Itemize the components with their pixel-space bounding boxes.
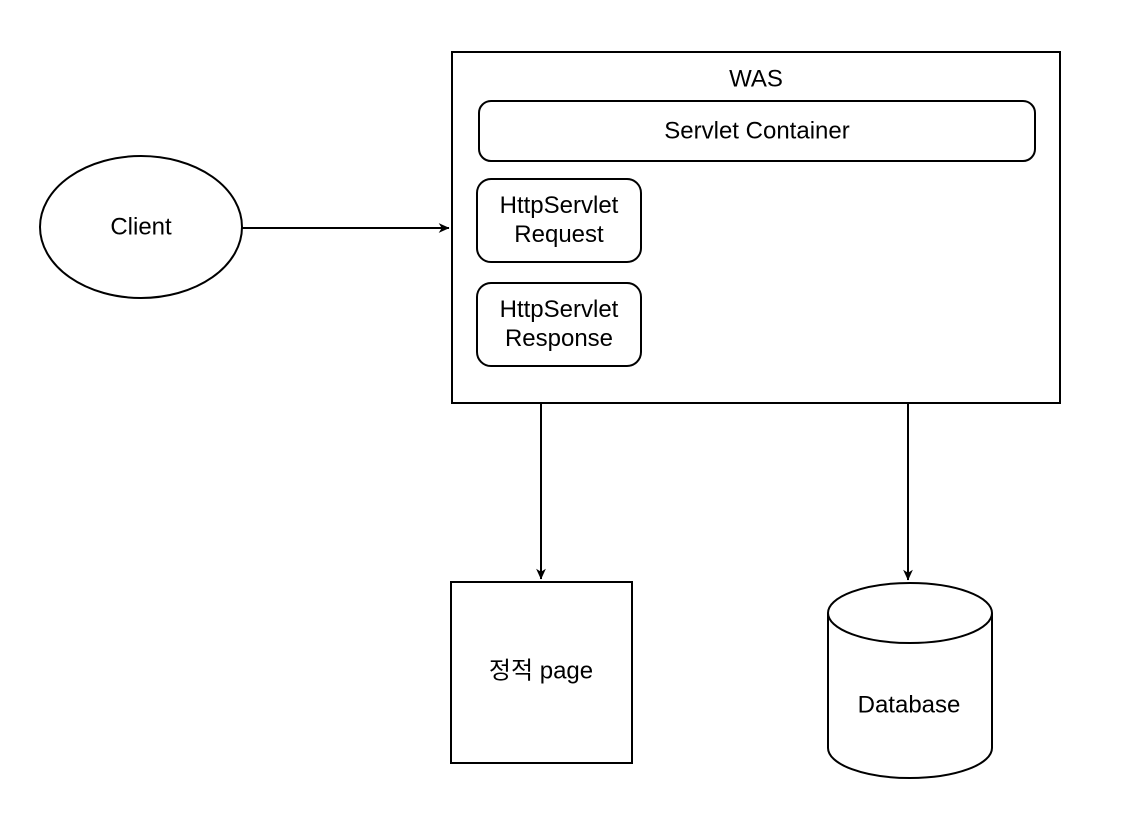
was-node-label: WAS	[729, 65, 783, 93]
http-servlet-response-node-shape	[476, 282, 642, 367]
static-page-node-shape	[450, 581, 633, 764]
http-servlet-response-node-label: HttpServlet Response	[499, 296, 619, 352]
servlet-container-node-shape	[478, 100, 1036, 162]
database-node-shape	[827, 582, 993, 779]
database-node-label: Database	[857, 691, 961, 719]
http-servlet-request-node-label: HttpServlet Request	[499, 192, 619, 248]
client-node-label: Client	[110, 213, 172, 241]
servlet-container-node-label: Servlet Container	[664, 117, 850, 145]
static-page-node-label: 정적 page	[488, 657, 594, 685]
http-servlet-request-node-shape	[476, 178, 642, 263]
